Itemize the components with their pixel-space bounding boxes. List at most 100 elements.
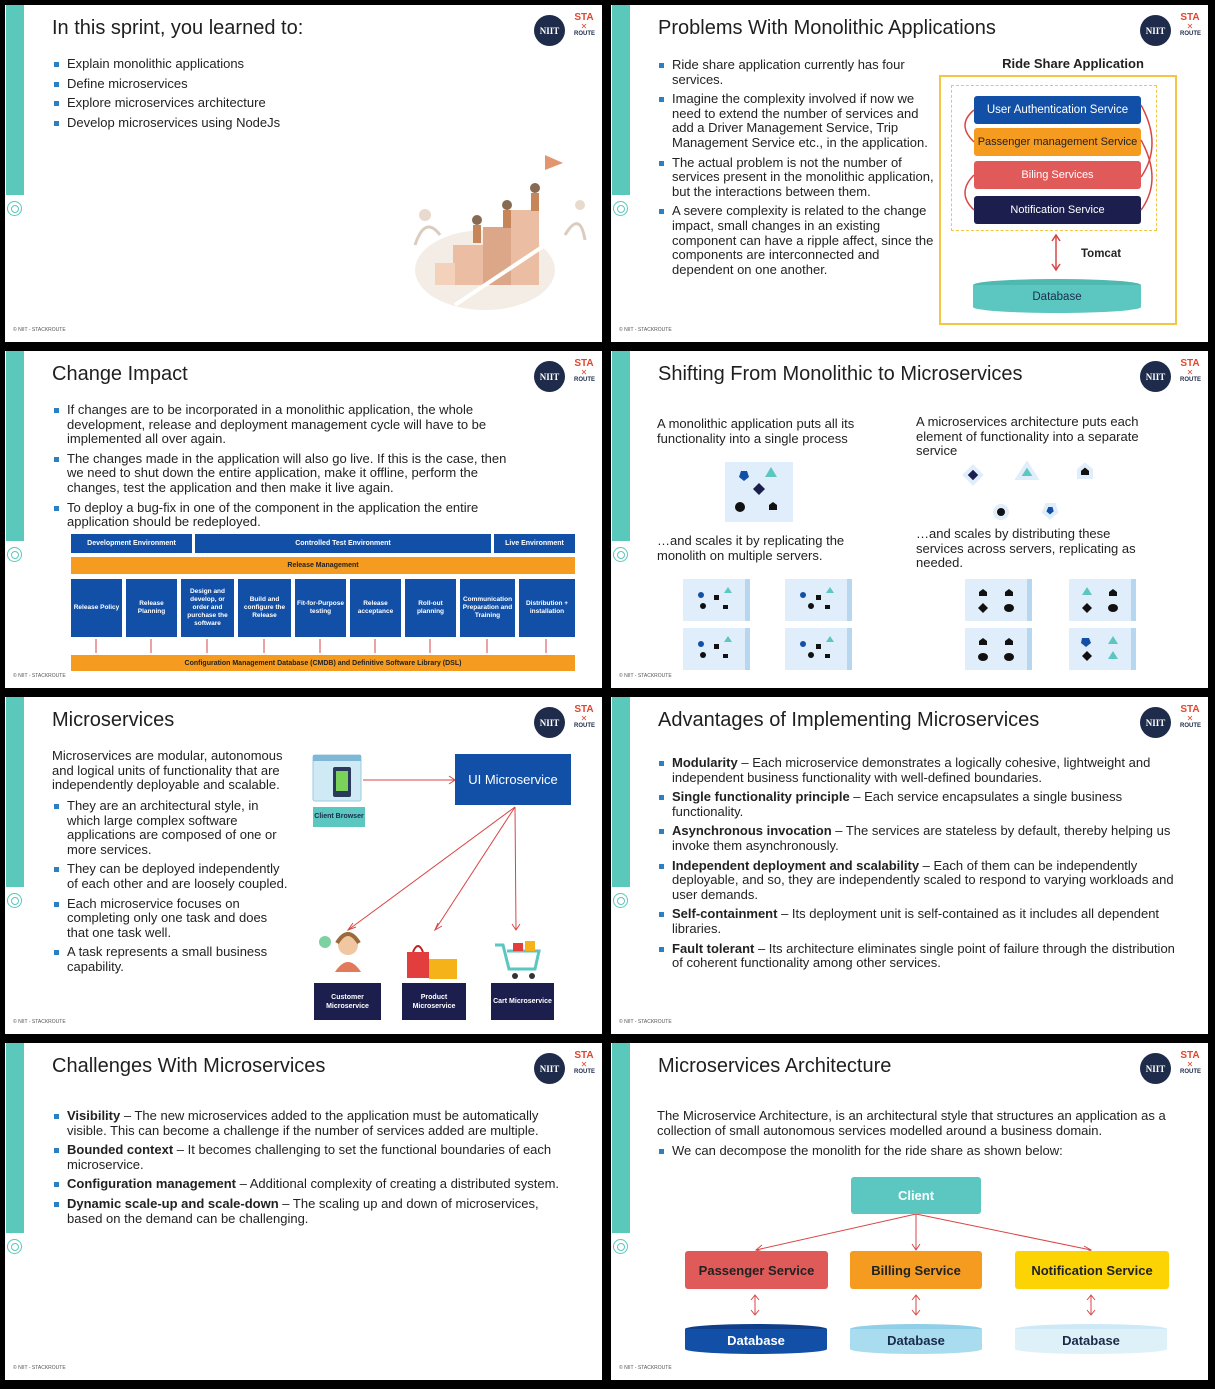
side-bar [6, 5, 24, 195]
client-browser: Client Browser [313, 807, 365, 827]
list-item: They can be deployed independently of ea… [52, 862, 292, 891]
bullet-list: If changes are to be incorporated in a m… [52, 402, 507, 535]
list-item: A task represents a small business capab… [52, 944, 292, 974]
target-icon [613, 201, 628, 216]
list-item: Modularity – Each microservice demonstra… [657, 755, 1177, 785]
list-item: Develop microservices using NodeJs [52, 115, 352, 131]
step-release-planning: Release Planning [126, 579, 177, 637]
list-item: Asynchronous invocation – The services a… [657, 824, 1177, 853]
slide-title: Shifting From Monolithic to Microservice… [658, 363, 1023, 385]
footer: © NIIT - STACKROUTE [13, 327, 66, 333]
footer: © NIIT - STACKROUTE [619, 1365, 672, 1371]
bullet-list: Ride share application currently has fou… [657, 57, 939, 282]
dev-env: Development Environment [71, 534, 192, 553]
target-icon [7, 1239, 22, 1254]
list-item: If changes are to be incorporated in a m… [52, 402, 507, 447]
side-bar [612, 351, 630, 541]
customer-microservice: Customer Microservice [314, 983, 381, 1020]
passenger-service: Passenger management Service [974, 128, 1141, 156]
scaling-illustration [683, 460, 1136, 670]
step-distribution: Distribution + installation [519, 579, 575, 637]
stackroute-logo: STA✕ROUTE [1180, 358, 1201, 384]
slide-title: Microservices [52, 709, 175, 731]
list-item: They are an architectural style, in whic… [52, 798, 292, 857]
live-env: Live Environment [494, 534, 575, 553]
passenger-service: Passenger Service [685, 1251, 828, 1289]
list-item: Bounded context – It becomes challenging… [52, 1142, 567, 1172]
niit-logo: NIIT [1140, 707, 1171, 738]
tomcat-label: Tomcat [1081, 248, 1122, 260]
slide-shifting-microservices[interactable]: Shifting From Monolithic to Microservice… [611, 351, 1208, 688]
side-bar [6, 1043, 24, 1233]
footer: © NIIT - STACKROUTE [13, 673, 66, 679]
slide-title: Challenges With Microservices [52, 1055, 326, 1077]
service-links [964, 104, 1153, 313]
list-item: Self-containment – Its deployment unit i… [657, 907, 1177, 936]
niit-logo: NIIT [534, 15, 565, 46]
slide-microservices[interactable]: Microservices NIIT STA✕ROUTE Microservic… [5, 697, 602, 1034]
bullet-list: Explain monolithic applications Define m… [52, 56, 352, 135]
step-release-acceptance: Release acceptance [350, 579, 401, 637]
teamwork-illustration [413, 155, 587, 310]
side-bar [6, 697, 24, 887]
cart-microservice: Cart Microservice [491, 983, 554, 1020]
slide-title: Advantages of Implementing Microservices [658, 709, 1040, 731]
list-item: We can decompose the monolith for the ri… [657, 1143, 1157, 1159]
diagram-title: Ride Share Application [1002, 56, 1144, 71]
slide-monolithic-problems[interactable]: Problems With Monolithic Applications NI… [611, 5, 1208, 342]
client-box: Client [851, 1177, 981, 1214]
list-item: Define microservices [52, 76, 352, 92]
stackroute-logo: STA✕ROUTE [574, 704, 595, 730]
step-communication: Communication Preparation and Training [460, 579, 515, 637]
intro-text: The Microservice Architecture, is an arc… [657, 1108, 1166, 1138]
footer: © NIIT - STACKROUTE [13, 1365, 66, 1371]
footer: © NIIT - STACKROUTE [619, 1019, 672, 1025]
microservice-diagram [312, 754, 541, 979]
bullet-list: We can decompose the monolith for the ri… [657, 1143, 1157, 1164]
step-build-configure: Build and configure the Release [238, 579, 291, 637]
footer: © NIIT - STACKROUTE [13, 1019, 66, 1025]
slide-advantages[interactable]: Advantages of Implementing Microservices… [611, 697, 1208, 1034]
step-fit-testing: Fit-for-Purpose testing [295, 579, 346, 637]
slide-architecture[interactable]: Microservices Architecture NIIT STA✕ROUT… [611, 1043, 1208, 1380]
step-arrows [95, 639, 547, 653]
bullet-list: Modularity – Each microservice demonstra… [657, 755, 1177, 976]
side-bar [612, 1043, 630, 1233]
stackroute-logo: STA✕ROUTE [574, 12, 595, 38]
niit-logo: NIIT [534, 1053, 565, 1084]
release-management: Release Management [71, 557, 575, 574]
list-item: To deploy a bug-fix in one of the compon… [52, 500, 507, 530]
list-item: The changes made in the application will… [52, 451, 507, 496]
service-group [951, 85, 1157, 231]
stackroute-logo: STA✕ROUTE [574, 1050, 595, 1076]
list-item: Fault tolerant – Its architecture elimin… [657, 941, 1177, 971]
list-item: A severe complexity is related to the ch… [657, 204, 939, 277]
user-auth-service: User Authentication Service [974, 96, 1141, 124]
slide-change-impact[interactable]: Change Impact NIIT STA✕ROUTE If changes … [5, 351, 602, 688]
slide-challenges[interactable]: Challenges With Microservices NIIT STA✕R… [5, 1043, 602, 1380]
stackroute-logo: STA✕ROUTE [1180, 704, 1201, 730]
niit-logo: NIIT [534, 361, 565, 392]
niit-logo: NIIT [1140, 1053, 1171, 1084]
list-item: Dynamic scale-up and scale-down – The sc… [52, 1196, 567, 1226]
billing-database: Database [887, 1332, 945, 1348]
step-design-develop: Design and develop, or order and purchas… [181, 579, 234, 637]
bullet-list: Visibility – The new microservices added… [52, 1108, 567, 1231]
slide-title: Microservices Architecture [658, 1055, 892, 1077]
target-icon [613, 893, 628, 908]
list-item: Single functionality principle – Each se… [657, 789, 1177, 819]
list-item: Imagine the complexity involved if now w… [657, 91, 939, 150]
monolith-scale-text: …and scales it by replicating the monoli… [657, 533, 845, 563]
microservice-scale-text: …and scales by distributing these servic… [916, 526, 1136, 571]
database-label: Database [1032, 291, 1082, 303]
niit-logo: NIIT [534, 707, 565, 738]
slide-title: Change Impact [52, 363, 188, 385]
notification-service: Notification Service [974, 196, 1141, 224]
test-env: Controlled Test Environment [195, 534, 491, 553]
passenger-database: Database [727, 1332, 785, 1348]
slide-sprint-summary[interactable]: In this sprint, you learned to: NIIT STA… [5, 5, 602, 342]
list-item: Configuration management – Additional co… [52, 1177, 567, 1192]
target-icon [7, 893, 22, 908]
notification-database: Database [1062, 1332, 1120, 1348]
